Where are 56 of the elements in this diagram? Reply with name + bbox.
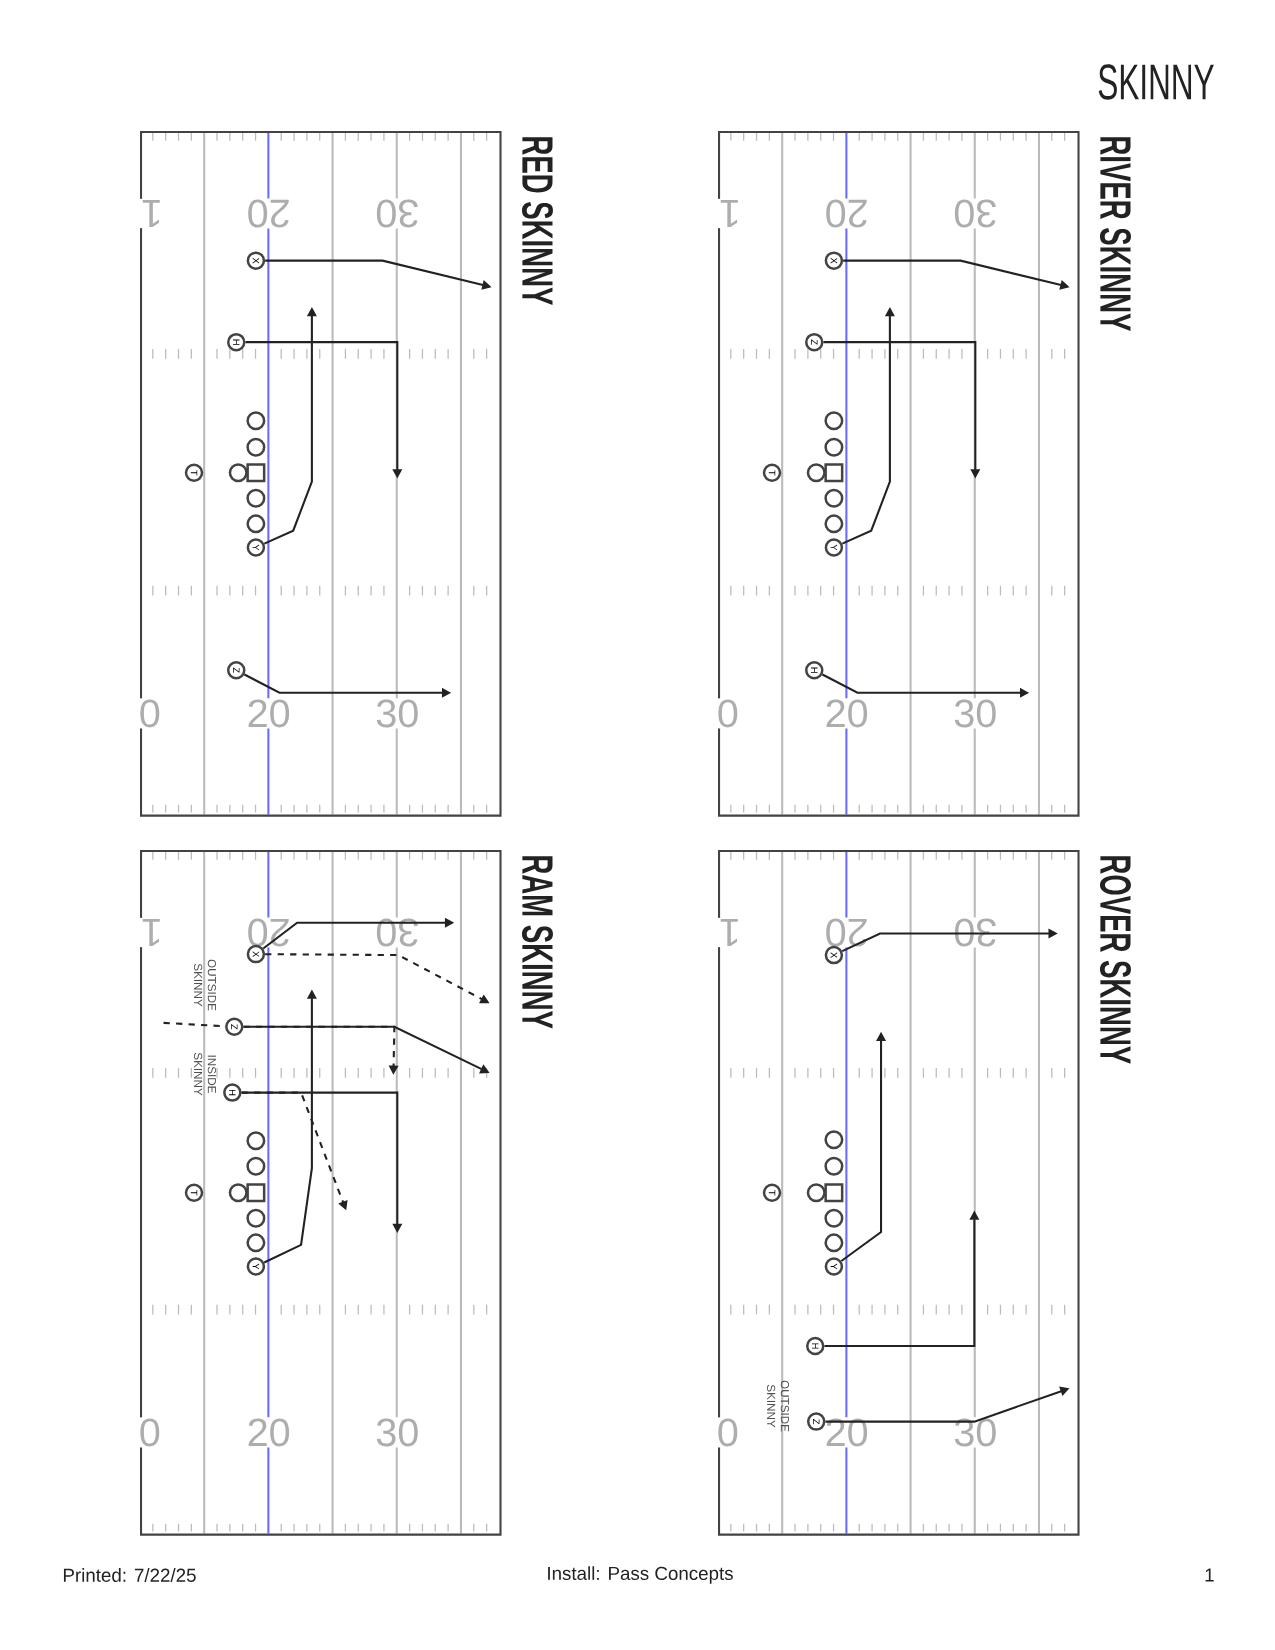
- player-circle: [806, 463, 826, 483]
- player-circle: [824, 488, 844, 508]
- player-circle: [246, 488, 266, 508]
- player-circle: [824, 411, 844, 431]
- player-circle: [824, 1130, 844, 1150]
- yard-number: 20: [245, 1417, 292, 1448]
- yard-number: 30: [374, 917, 421, 948]
- center-square: [246, 1183, 266, 1203]
- yard-number: 1: [717, 198, 742, 229]
- player-circle: [246, 1131, 266, 1151]
- player-circle: [824, 514, 844, 534]
- yard-number: 20: [823, 698, 870, 729]
- yard-number: 1: [139, 198, 164, 229]
- player-circle: [228, 1183, 248, 1203]
- player-circle: [246, 1156, 266, 1176]
- route-note: OUTSIDE SKINNY: [194, 959, 216, 1011]
- player-circle: [824, 1233, 844, 1253]
- yard-number: 1: [717, 917, 742, 948]
- center-square: [824, 463, 844, 483]
- player-circle: [246, 514, 266, 534]
- footer-text: Install: Pass Concepts: [548, 1566, 733, 1584]
- panel-title: RIVER SKINNY: [1100, 137, 1131, 331]
- panel-title: ROVER SKINNY: [1100, 856, 1131, 1064]
- player-circle: [824, 437, 844, 457]
- player-circle: [228, 463, 248, 483]
- yard-number: 30: [374, 698, 421, 729]
- panel-title: RED SKINNY: [522, 137, 553, 305]
- yard-number: 30: [374, 198, 421, 229]
- yard-number: 30: [952, 198, 999, 229]
- yard-number: 0: [715, 698, 740, 729]
- center-square: [824, 1183, 844, 1203]
- yard-number: 20: [823, 198, 870, 229]
- yard-number: 0: [137, 1417, 162, 1448]
- yard-number: 20: [245, 198, 292, 229]
- route-note: OUTSIDE SKINNY: [767, 1380, 789, 1432]
- yard-number: 30: [374, 1417, 421, 1448]
- page-title: SKINNY: [1098, 64, 1214, 100]
- yard-number: 30: [952, 1417, 999, 1448]
- yard-number: 30: [952, 698, 999, 729]
- player-circle: [246, 437, 266, 457]
- footer-text: Printed: 7/22/25: [63, 1568, 196, 1582]
- yard-number: 30: [952, 917, 999, 948]
- center-square: [246, 463, 266, 483]
- player-circle: [824, 1156, 844, 1176]
- player-circle: [806, 1183, 826, 1203]
- yard-number: 20: [245, 698, 292, 729]
- yard-number: 0: [137, 698, 162, 729]
- player-circle: [246, 411, 266, 431]
- yard-number: 0: [715, 1417, 740, 1448]
- player-circle: [824, 1208, 844, 1228]
- route-note: INSIDE SKINNY: [194, 1052, 216, 1096]
- panel-title: RAM SKINNY: [522, 856, 553, 1029]
- page-number: 1: [1205, 1568, 1214, 1582]
- yard-number: 1: [139, 917, 164, 948]
- player-circle: [246, 1208, 266, 1228]
- player-circle: [246, 1233, 266, 1253]
